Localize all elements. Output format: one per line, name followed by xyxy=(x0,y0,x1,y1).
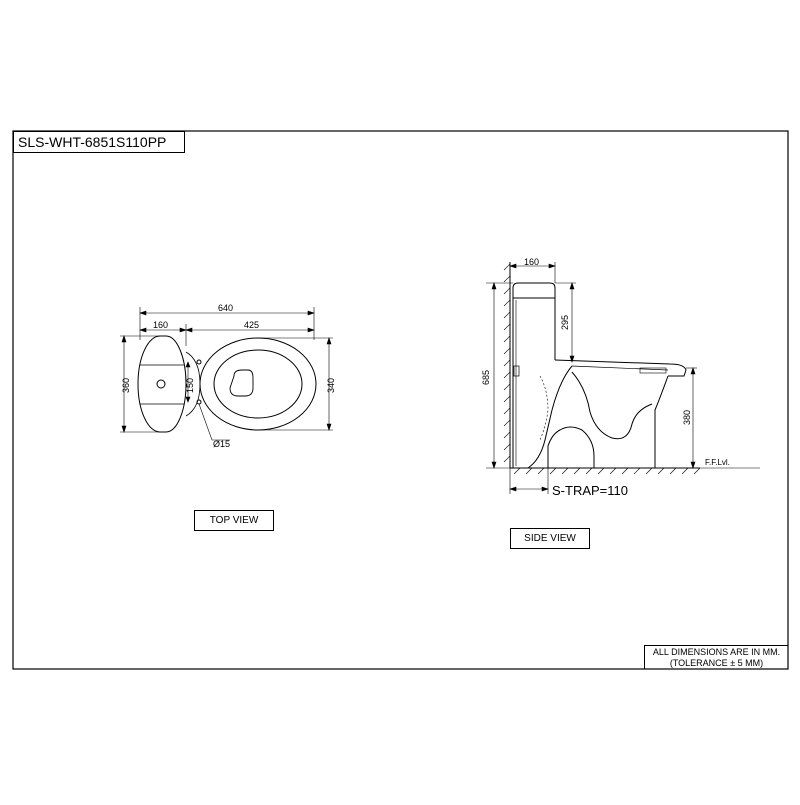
bowl-outlet xyxy=(229,369,254,397)
label-tank-160: 160 xyxy=(153,320,168,330)
side-tank xyxy=(512,282,556,299)
side-view-labels: 160 685 295 380 F.F.Lvl. S-TRAP=110 xyxy=(481,257,730,498)
dim-340 xyxy=(258,337,333,431)
bowl-inner xyxy=(213,349,303,419)
side-dim-295 xyxy=(555,282,576,363)
wall-hatch xyxy=(503,263,511,463)
sheet-border xyxy=(12,130,789,670)
label-640: 640 xyxy=(218,303,233,313)
dimensions-note-line2: (TOLERANCE ± 5 MM) xyxy=(669,658,764,668)
side-label-295: 295 xyxy=(560,315,570,330)
side-bowl-front xyxy=(527,365,573,469)
side-label-685: 685 xyxy=(481,370,491,385)
side-tank-body xyxy=(512,298,556,468)
top-view xyxy=(120,307,333,441)
floor-level-label: F.F.Lvl. xyxy=(705,458,730,467)
dimensions-note: ALL DIMENSIONS ARE IN MM. (TOLERANCE ± 5… xyxy=(644,645,788,669)
s-trap-label: S-TRAP=110 xyxy=(552,483,628,498)
floor-hatch xyxy=(513,467,701,475)
label-340: 340 xyxy=(326,378,336,393)
side-bowl xyxy=(654,375,669,468)
dim-360 xyxy=(120,335,160,433)
side-dim-strap xyxy=(509,468,549,494)
label-150: 150 xyxy=(185,378,195,393)
side-dim-685 xyxy=(486,282,513,469)
side-view xyxy=(486,262,760,494)
top-view-label: TOP VIEW xyxy=(194,510,274,531)
label-360: 360 xyxy=(121,378,131,393)
bowl-outer xyxy=(199,337,317,431)
side-view-label: SIDE VIEW xyxy=(510,528,590,549)
top-view-labels: 640 160 425 360 340 150 Ø15 xyxy=(121,303,336,449)
side-dim-380 xyxy=(686,367,760,469)
hinge-block xyxy=(639,367,667,374)
label-425: 425 xyxy=(244,320,259,330)
side-label-160: 160 xyxy=(524,257,539,267)
side-dim-160 xyxy=(509,262,556,283)
seat-line xyxy=(571,365,669,371)
dimensions-note-line1: ALL DIMENSIONS ARE IN MM. xyxy=(652,647,781,657)
dim-640 xyxy=(139,307,315,340)
hole-leader xyxy=(198,403,230,441)
tank-valve xyxy=(513,365,520,377)
tank-outline xyxy=(137,335,187,433)
flush-button xyxy=(156,379,166,389)
trapway xyxy=(547,371,653,468)
side-seat xyxy=(554,359,687,377)
model-code-box: SLS-WHT-6851S110PP xyxy=(13,131,185,153)
side-label-380: 380 xyxy=(682,410,692,425)
seat-hole-upper xyxy=(196,359,202,365)
trap-hidden-line xyxy=(539,375,549,441)
dim-160-425 xyxy=(139,324,315,346)
label-hole-diameter: Ø15 xyxy=(213,439,230,449)
dim-150 xyxy=(185,361,191,403)
tank-bowl-joint xyxy=(185,351,201,417)
